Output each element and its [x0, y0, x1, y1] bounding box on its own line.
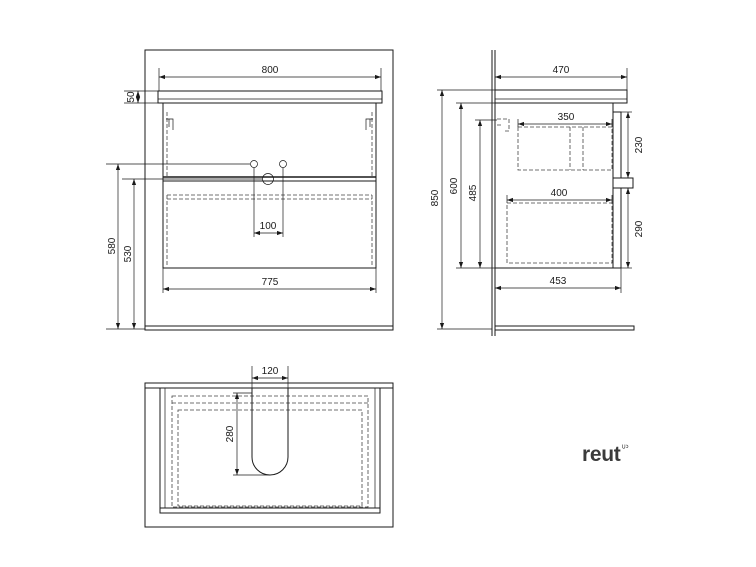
floor-line: [495, 325, 635, 331]
upper-drawer-front: [612, 111, 622, 179]
cabinet-body: [162, 102, 377, 269]
dimension-label-body-width: 775: [262, 277, 279, 288]
dimension-label-mount-height: 485: [468, 184, 479, 201]
basin-cutout: [251, 388, 289, 476]
wall-bracket: [497, 118, 510, 132]
brand-logo: reut: [582, 443, 629, 466]
dimension-label-overall-width: 800: [262, 65, 279, 76]
water-inlet-hole-left: [250, 160, 258, 168]
dimension-label-top-thickness: 50: [126, 91, 137, 103]
lower-drawer-hidden-outline: [506, 202, 613, 264]
countertop: [157, 90, 383, 104]
dimension-label-lower-drawer-depth: 400: [551, 188, 568, 199]
wall-outline: [144, 49, 394, 331]
dimension-label-overall-height: 850: [430, 189, 441, 206]
countertop: [494, 89, 628, 104]
brand-logo-text: reut: [582, 443, 621, 466]
drawer-hidden-outline: [171, 395, 369, 508]
wall-bracket-right: [365, 118, 373, 130]
countertop-outline: [159, 387, 381, 514]
side-view: 470 350 400 230 290 850 600 485: [430, 50, 645, 336]
logo-superscript-mark: [622, 444, 629, 449]
dimension-label-cutout-width: 120: [262, 366, 279, 377]
wall-outline: [144, 382, 394, 528]
dimension-label-body-depth: 453: [550, 276, 567, 287]
drawer-inner-hidden-outline: [177, 409, 363, 507]
dimension-label-lower-drawer-height: 290: [634, 220, 645, 237]
dimension-label-body-height: 600: [449, 177, 460, 194]
wall-bracket-left: [166, 118, 174, 130]
handle-profile: [613, 177, 634, 189]
upper-drawer-hidden-outline: [517, 126, 613, 171]
lower-drawer-front: [612, 187, 622, 269]
upper-drawer-hidden-lines: [166, 112, 373, 176]
dimension-label-upper-drawer-height: 230: [634, 136, 645, 153]
front-view: 800 50 580 530 100 775: [106, 49, 394, 331]
drain-hole: [262, 173, 274, 185]
dimension-label-overall-depth: 470: [553, 65, 570, 76]
dimension-label-upper-drawer-depth: 350: [558, 112, 575, 123]
water-inlet-hole-right: [279, 160, 287, 168]
dimension-label-inlet-height: 580: [107, 237, 118, 254]
dimension-label-cutout-depth: 280: [225, 425, 236, 442]
dimension-label-inlet-spacing: 100: [260, 221, 277, 232]
cabinet-body: [494, 102, 614, 269]
dimension-label-drain-height: 530: [123, 245, 134, 262]
cabinet-side-lines: [164, 388, 376, 508]
top-view: 120 280: [144, 366, 394, 528]
upper-drawer-hidden-lines: [569, 127, 584, 170]
lower-drawer-hidden-lines: [166, 194, 373, 267]
